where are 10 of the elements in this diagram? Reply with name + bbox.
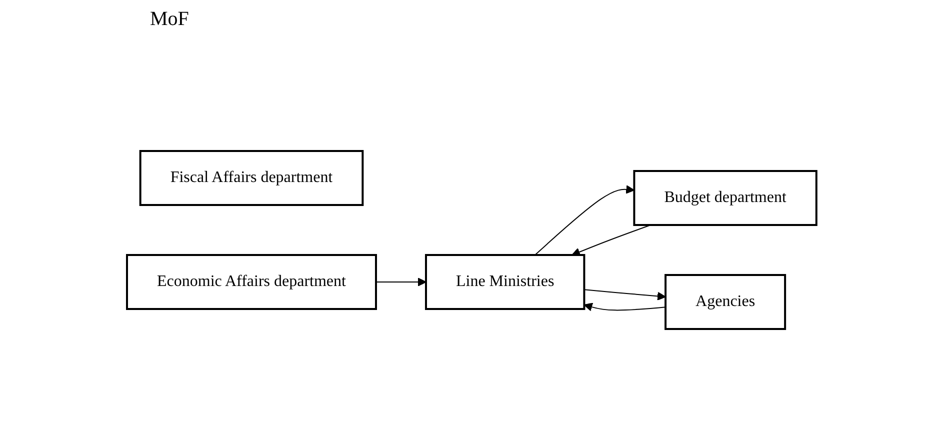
node-box: Fiscal Affairs department: [140, 150, 364, 206]
arrow: [584, 302, 666, 312]
title: MoF: [150, 8, 189, 31]
node-box: Budget department: [634, 170, 818, 226]
arrow: [534, 185, 635, 256]
node-box: Line Ministries: [425, 254, 586, 310]
node-box: Economic Affairs department: [126, 254, 378, 310]
arrow: [584, 289, 666, 301]
node-box: Agencies: [664, 274, 786, 330]
arrow: [376, 278, 427, 286]
